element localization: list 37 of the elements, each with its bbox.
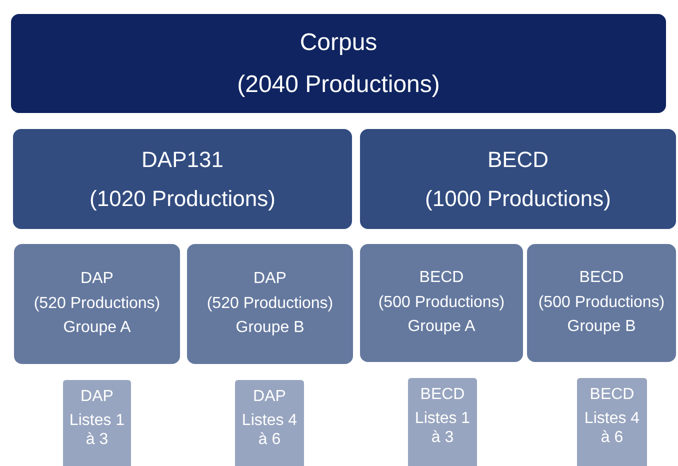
box-text: (520 Productions) (34, 294, 160, 314)
box-text: Listes 4 à 6 (240, 412, 298, 450)
box-text: (2040 Productions) (237, 70, 440, 98)
list-box (63, 380, 131, 466)
box-title: BECD (420, 386, 465, 404)
box-text: (500 Productions) (378, 294, 505, 312)
box-title: BECD (579, 269, 624, 288)
box-title: BECD (487, 146, 549, 172)
group-box (360, 244, 523, 362)
list-box (408, 378, 477, 466)
box-text: (1020 Productions) (90, 186, 276, 212)
box-text: Groupe A (408, 318, 476, 337)
list-box (577, 378, 647, 466)
box-text: Listes 1 à 3 (68, 412, 126, 450)
group-box (187, 244, 353, 364)
box-title: BECD (590, 386, 634, 404)
box-text: Listes 1 à 3 (414, 410, 472, 448)
box-text: (520 Productions) (206, 294, 334, 314)
category-box (13, 129, 352, 229)
box-title: DAP (80, 270, 114, 289)
box-title: Corpus (300, 28, 378, 56)
list-box (235, 380, 304, 466)
box-title: DAP (253, 388, 286, 406)
box-text: Groupe B (567, 318, 636, 337)
box-text: Listes 4 à 6 (583, 410, 641, 448)
box-title: BECD (419, 269, 464, 288)
group-box (527, 244, 676, 362)
category-box (360, 129, 676, 229)
group-box (14, 244, 180, 364)
box-title: DAP (80, 388, 114, 406)
box-text: (1000 Productions) (425, 186, 611, 212)
box-text: Groupe A (63, 319, 131, 338)
root-box (11, 14, 666, 113)
box-title: DAP (254, 270, 286, 289)
box-text: (500 Productions) (538, 294, 665, 312)
box-text: Groupe B (236, 319, 304, 338)
box-title: DAP131 (142, 146, 224, 172)
